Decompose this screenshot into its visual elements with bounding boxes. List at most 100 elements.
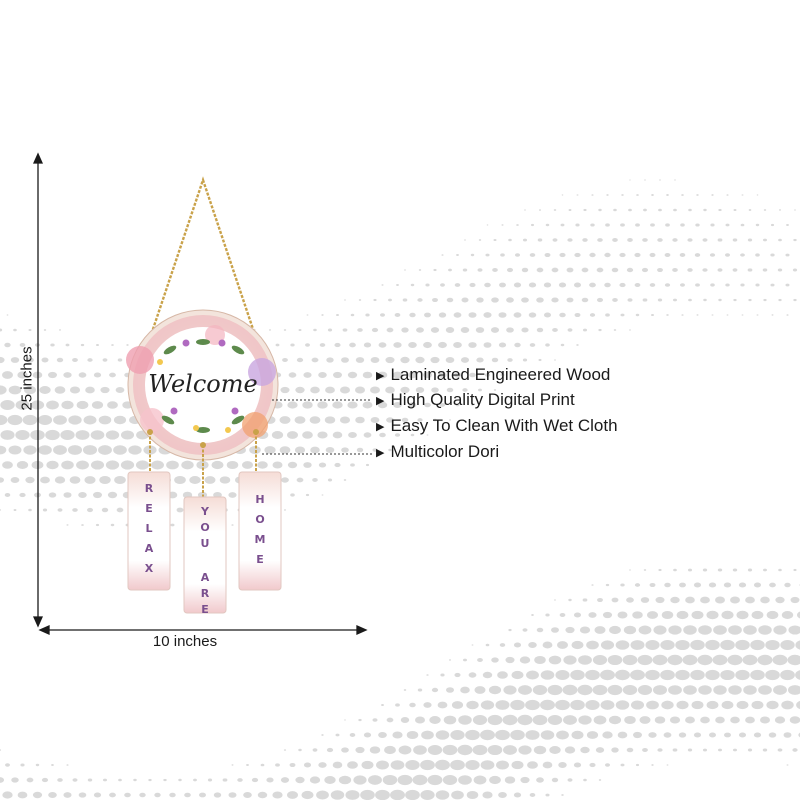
halftone-dot [666, 764, 669, 766]
halftone-dot [289, 762, 296, 768]
halftone-dot [302, 401, 313, 409]
halftone-dot [605, 763, 610, 767]
halftone-dot [688, 298, 692, 302]
halftone-dot [448, 419, 452, 421]
halftone-dot [760, 716, 770, 724]
halftone-dot [570, 669, 585, 681]
halftone-dot [513, 282, 522, 288]
halftone-dot [321, 734, 324, 736]
halftone-dot [510, 729, 525, 741]
halftone-dot [795, 640, 800, 650]
halftone-dot [760, 596, 770, 604]
halftone-dot [78, 372, 87, 378]
halftone-dot [462, 388, 468, 392]
halftone-dot [397, 774, 413, 786]
halftone-dot [778, 568, 782, 572]
halftone-dot [655, 596, 665, 604]
halftone-dot [349, 342, 356, 348]
halftone-dot [341, 447, 349, 453]
halftone-dot [563, 655, 577, 665]
halftone-dot [298, 748, 302, 752]
halftone-dot [687, 568, 693, 572]
halftone-dot [705, 669, 720, 681]
halftone-dot [591, 584, 594, 586]
halftone-dot [777, 748, 783, 752]
halftone-dot [672, 268, 678, 272]
halftone-dot [702, 748, 708, 752]
plaque-letter: O [200, 521, 209, 534]
halftone-dot [649, 283, 656, 287]
halftone-dot [554, 599, 556, 601]
halftone-dot [552, 328, 558, 332]
halftone-dot [702, 568, 708, 572]
halftone-dot [488, 685, 502, 695]
halftone-dot [555, 670, 570, 680]
halftone-dot [540, 730, 555, 740]
halftone-dot [246, 764, 249, 766]
halftone-dot [498, 342, 507, 348]
halftone-dot [643, 569, 647, 571]
halftone-dot [472, 715, 488, 725]
halftone-dot [100, 386, 110, 394]
halftone-dot [649, 252, 656, 258]
halftone-dot [768, 732, 777, 738]
halftone-dot [368, 775, 382, 785]
halftone-dot [605, 313, 610, 317]
halftone-dot [679, 582, 686, 588]
halftone-dot [567, 778, 573, 782]
halftone-dot [495, 729, 510, 741]
halftone-dot [107, 491, 118, 499]
halftone-dot [475, 327, 485, 333]
halftone-dot [423, 702, 432, 708]
halftone-dot [117, 358, 123, 362]
halftone-dot [0, 777, 5, 783]
halftone-dot [747, 238, 753, 242]
halftone-dot [496, 760, 509, 770]
halftone-dot [698, 685, 712, 695]
halftone-dot [462, 268, 468, 272]
halftone-dot [738, 582, 747, 588]
halftone-dot [564, 746, 576, 754]
halftone-dot [563, 715, 577, 725]
halftone-dot [525, 699, 540, 711]
halftone-dot [493, 238, 497, 242]
halftone-dot [765, 669, 780, 681]
halftone-dot [327, 328, 333, 332]
halftone-dot [81, 524, 84, 526]
halftone-dot [534, 655, 546, 665]
halftone-dot [670, 596, 680, 604]
halftone-dot [2, 791, 13, 799]
halftone-dot [490, 327, 500, 333]
halftone-dot [355, 416, 365, 424]
halftone-dot [562, 684, 578, 696]
halftone-dot [605, 583, 610, 587]
halftone-dot [280, 386, 290, 394]
halftone-dot [110, 523, 115, 527]
halftone-dot [542, 761, 553, 769]
halftone-dot [697, 654, 713, 666]
halftone-dot [400, 717, 410, 723]
plaque-letter: H [255, 493, 264, 506]
halftone-dot [453, 312, 462, 318]
halftone-dot [26, 357, 34, 363]
halftone-dot [310, 386, 320, 394]
halftone-dot [796, 700, 800, 710]
halftone-dot [306, 314, 309, 316]
halftone-dot [426, 434, 429, 436]
halftone-dot [107, 401, 118, 409]
halftone-dot [672, 238, 678, 242]
halftone-dot [602, 731, 613, 739]
halftone-dot [313, 328, 317, 332]
halftone-dot [545, 343, 550, 347]
halftone-dot [480, 760, 495, 770]
feature-item: ▶Multicolor Dori [376, 441, 499, 463]
halftone-dot [502, 714, 518, 726]
halftone-dot [609, 625, 621, 635]
halftone-dot [371, 327, 379, 333]
halftone-dot [711, 194, 714, 196]
halftone-dot [386, 417, 394, 423]
halftone-dot [691, 700, 704, 710]
halftone-dot [5, 763, 10, 767]
